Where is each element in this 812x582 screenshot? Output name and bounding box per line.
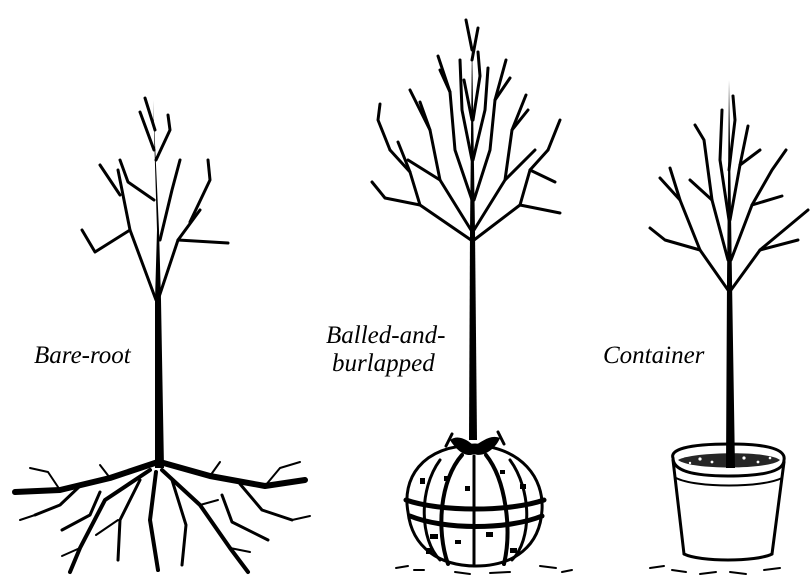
label-balled-line-2: burlapped [332,350,435,378]
bare-root-roots [15,462,310,572]
label-balled-line-1: Balled-and- [326,322,445,350]
plant-container [673,444,785,560]
bare-root-branches [82,98,228,300]
container-ground-marks [650,566,780,574]
balled-crown-branches [372,20,560,240]
balled-and-burlapped-tree [372,20,572,574]
label-bare-root: Bare-root [34,342,131,370]
label-container: Container [603,342,704,370]
bare-root-tree [15,98,310,572]
root-ball [406,432,544,566]
container-tree [650,80,808,574]
